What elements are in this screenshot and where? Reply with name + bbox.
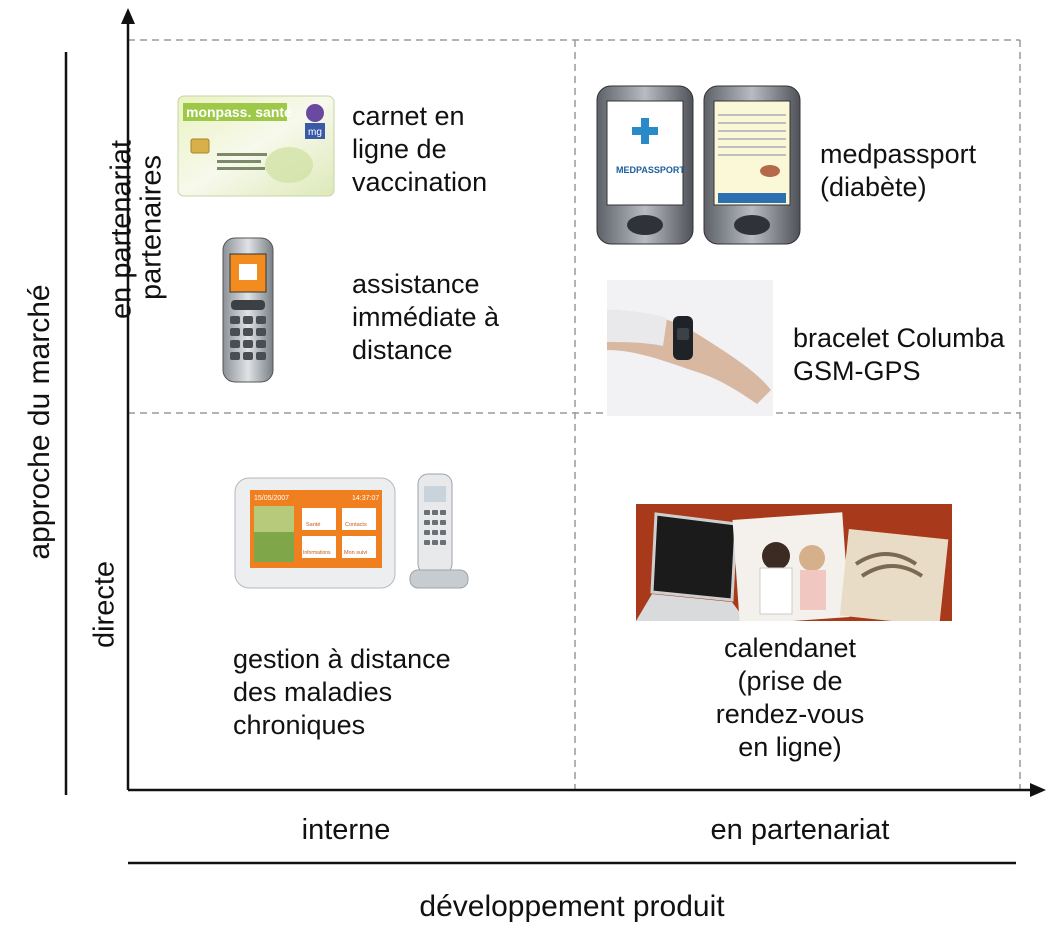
label-bracelet-columba: bracelet Columba GSM-GPS: [793, 323, 1005, 386]
y-label-top-b: partenaires: [135, 154, 168, 301]
medpassport-pda-image: MEDPASSPORT: [594, 83, 806, 249]
x-axis-arrow: [1030, 783, 1046, 797]
label-medpassport: medpassport (diabète): [820, 139, 977, 202]
home-terminal-image: 15/05/2007 14:37:07 Santé Contacts Infor…: [234, 470, 470, 592]
y-axis-arrow: [121, 8, 135, 24]
label-carnet-vaccination: carnet en ligne de vaccination: [352, 101, 488, 197]
svg-text:mg: mg: [308, 127, 322, 138]
quadrant-grid: [128, 39, 1021, 790]
svg-text:14:37:07: 14:37:07: [352, 495, 379, 502]
svg-text:15/05/2007: 15/05/2007: [254, 495, 289, 502]
svg-text:Contacts: Contacts: [345, 522, 367, 528]
svg-text:Mon suivi: Mon suivi: [344, 550, 367, 556]
label-calendanet: calendanet (prise de rendez-vous en lign…: [715, 633, 865, 762]
y-label-bottom: directe: [88, 560, 121, 649]
label-gestion-maladies: gestion à distance des maladies chroniqu…: [233, 644, 451, 740]
mobile-phone-image: [221, 236, 275, 384]
x-label-right: en partenariat: [710, 814, 890, 846]
y-label-top-a: en partenariat: [105, 140, 138, 319]
x-label-left: interne: [301, 814, 391, 846]
svg-text:MEDPASSPORT: MEDPASSPORT: [616, 165, 685, 175]
y-axis-title: approche du marché: [23, 284, 56, 560]
svg-text:Informations: Informations: [303, 550, 331, 556]
label-assistance-immediate: assistance immédiate à distance: [352, 269, 500, 365]
calendanet-image: [636, 504, 952, 626]
monpass-card-image: monpass. santé mg: [177, 95, 335, 197]
bracelet-image: [607, 280, 773, 416]
card-brand: monpass. santé: [186, 104, 292, 120]
svg-text:Santé: Santé: [306, 522, 320, 528]
x-axis-title: développement produit: [419, 890, 725, 923]
